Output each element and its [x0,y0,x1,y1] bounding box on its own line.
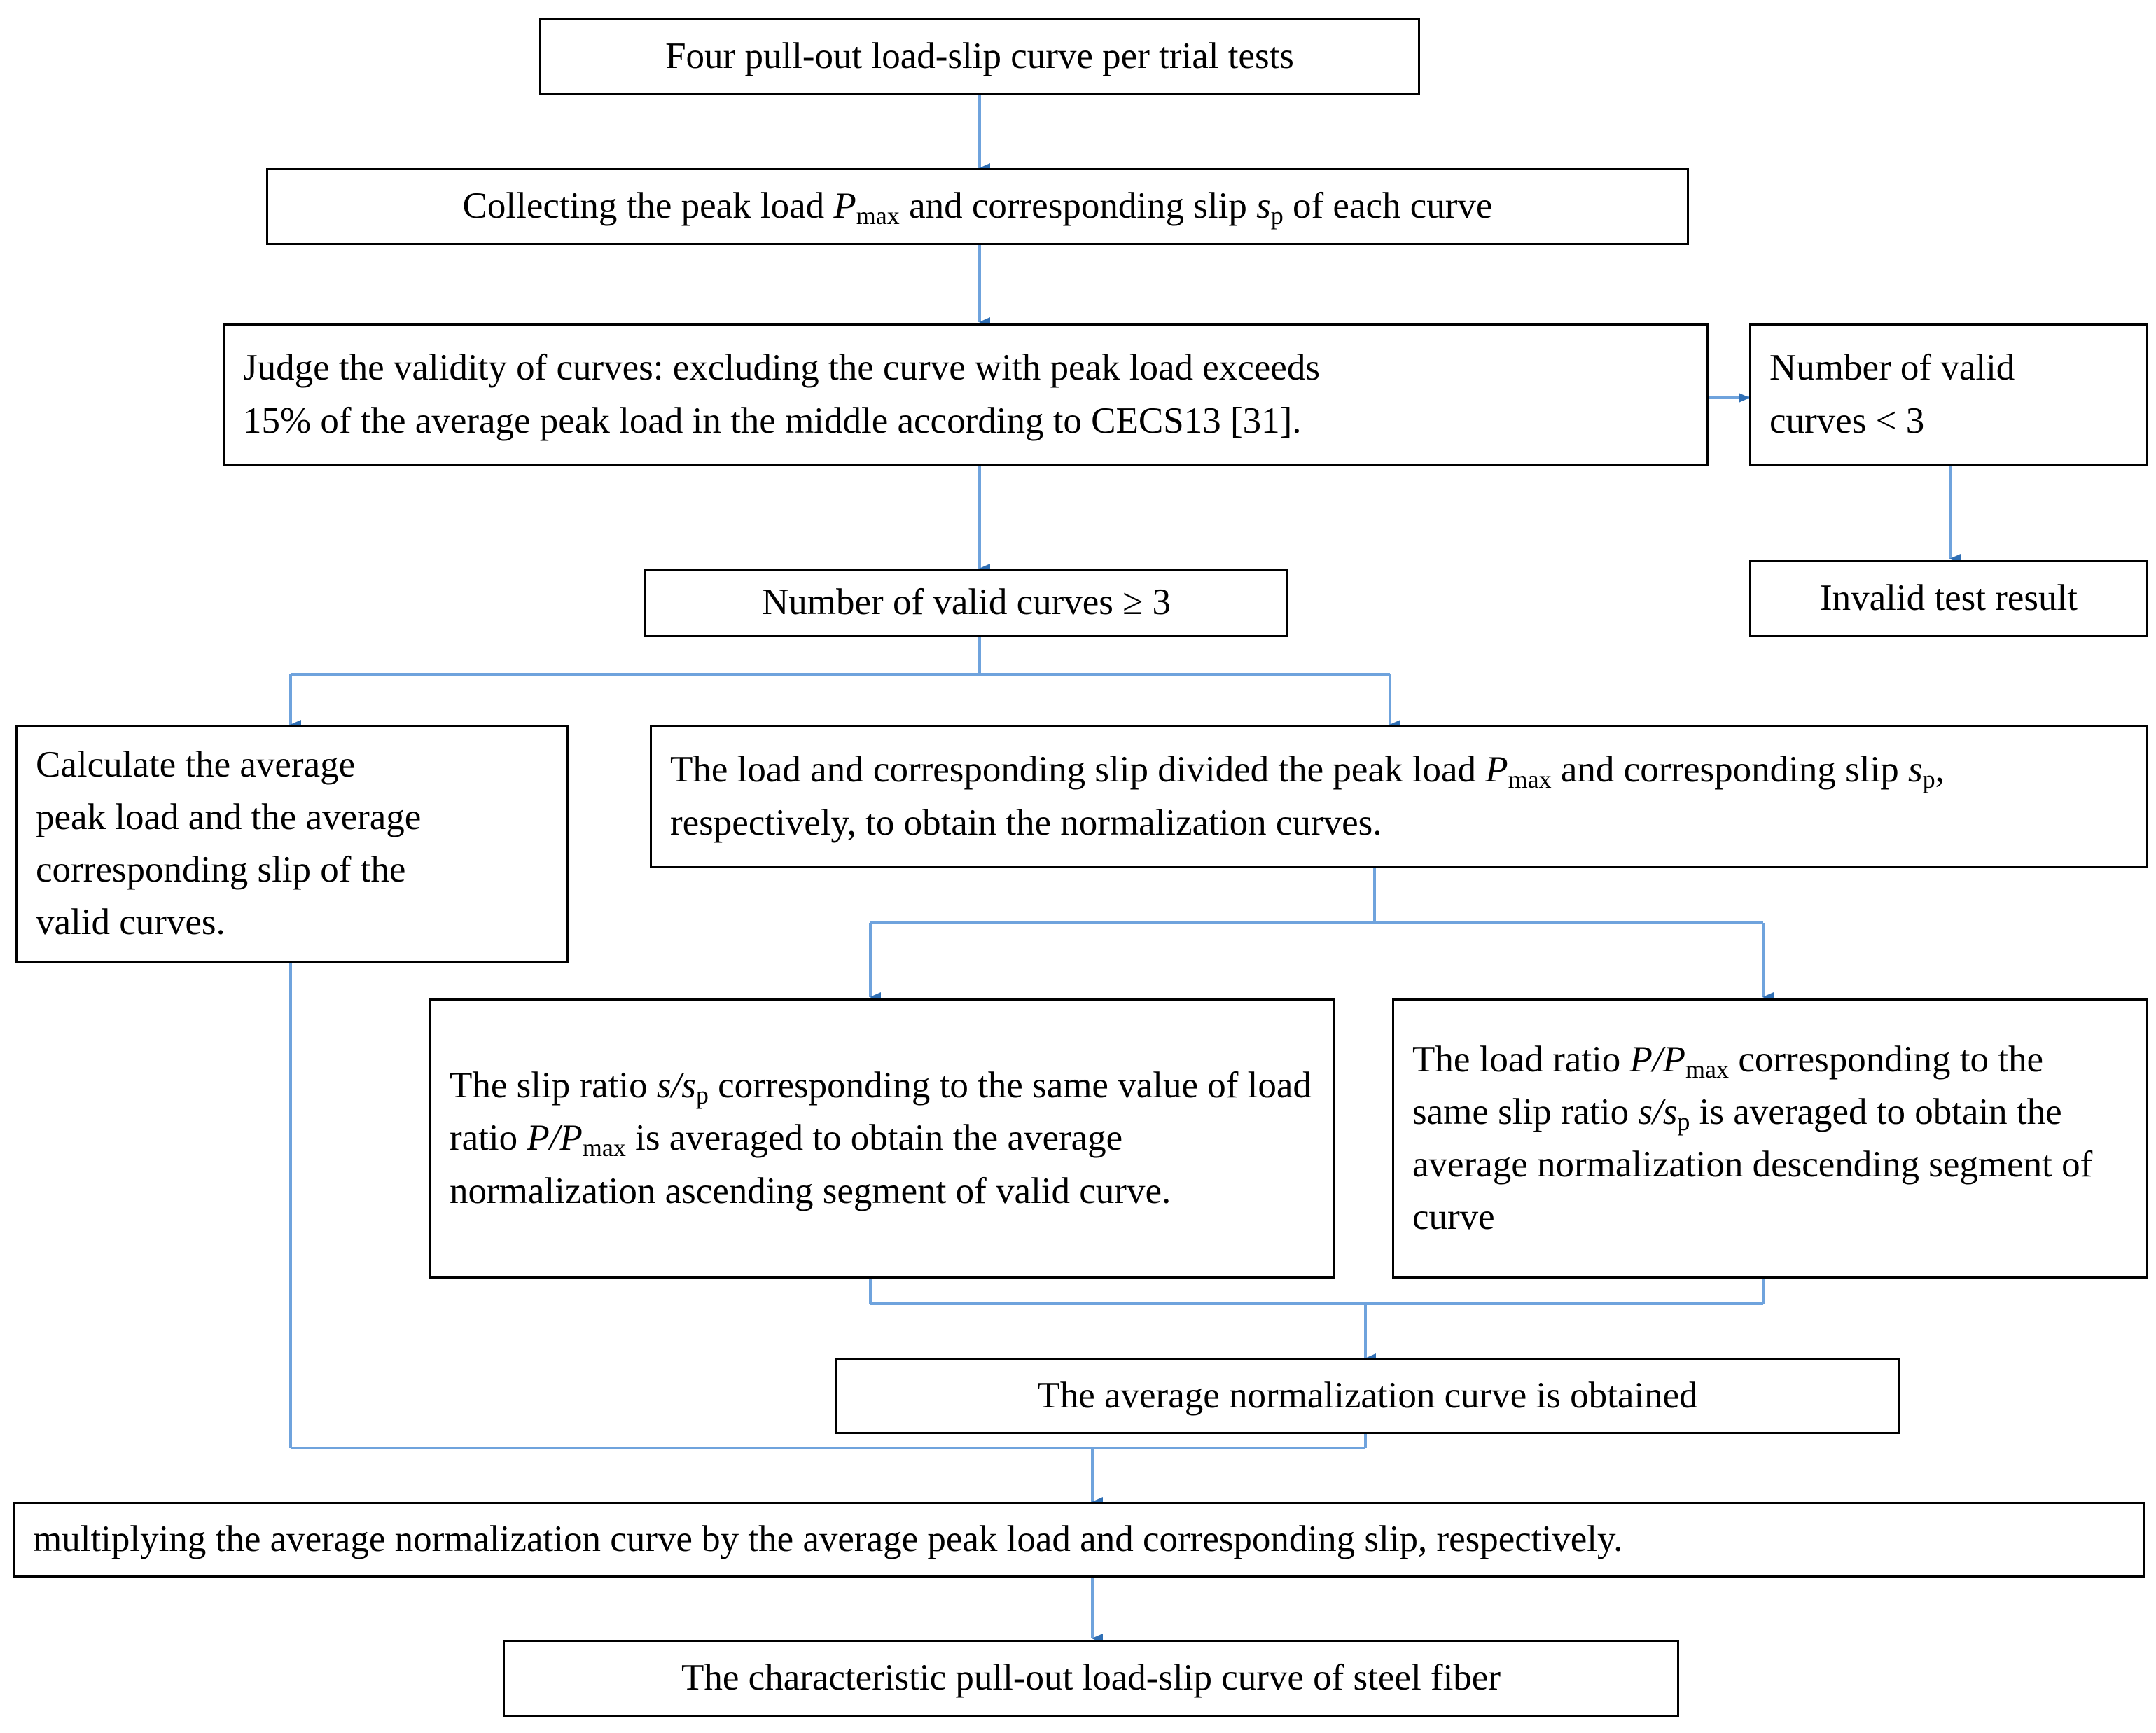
node-slip-ratio-text: The slip ratio s/sp corresponding to the… [431,1059,1333,1218]
slipratio-sub-max: max [582,1134,626,1162]
node-final-curve[interactable]: The characteristic pull-out load-slip cu… [503,1640,1679,1717]
node-invalid-count-text: Number of valid curves < 3 [1751,342,2146,447]
slipratio-slash-2: / [549,1118,560,1159]
slipratio-var-p1: P [527,1118,550,1159]
slipratio-pre: The slip ratio [450,1065,657,1106]
node-collecting-text: Collecting the peak load Pmax and corres… [268,180,1687,232]
node-slip-ratio[interactable]: The slip ratio s/sp corresponding to the… [429,998,1335,1279]
normalize-mid: and corresponding slip [1551,749,1908,791]
node-calculate-average-text: Calculate the average peak load and the … [18,739,566,949]
slipratio-post: is averaged to obtain the average normal… [450,1118,1171,1211]
slipratio-var-p2: P [559,1118,583,1159]
calculate-line-4: valid curves. [36,902,225,943]
node-judge-validity[interactable]: Judge the validity of curves: excluding … [223,323,1709,466]
slipratio-slash-1: / [671,1065,682,1106]
loadratio-sub-p: p [1677,1107,1690,1136]
normalize-var-p: P [1485,749,1508,791]
node-calculate-average[interactable]: Calculate the average peak load and the … [15,725,569,963]
node-average-curve-text: The average normalization curve is obtai… [1037,1375,1698,1417]
calculate-line-3: corresponding slip of the [36,849,406,890]
node-multiplying-text: multiplying the average normalization cu… [33,1519,1623,1560]
normalize-post: , respectively, to obtain the normalizat… [670,749,1945,843]
judge-line-1: Judge the validity of curves: excluding … [243,347,1320,389]
node-multiplying[interactable]: multiplying the average normalization cu… [13,1502,2145,1578]
loadratio-var-s2: s [1662,1091,1678,1132]
judge-line-2: 15% of the average peak load in the midd… [243,400,1302,441]
loadratio-var-s1: s [1638,1091,1653,1132]
invalid-count-line-2: curves < 3 [1769,400,1925,441]
node-valid-count-text: Number of valid curves ≥ 3 [762,582,1171,623]
collecting-var-s: s [1256,186,1271,227]
node-invalid-result-text: Invalid test result [1820,578,2078,619]
slipratio-sub-p: p [695,1081,709,1110]
loadratio-slash-2: / [1653,1091,1663,1132]
slipratio-var-s2: s [681,1065,696,1106]
collecting-sub-max: max [856,202,900,230]
node-load-ratio-text: The load ratio P/Pmax corresponding to t… [1394,1033,2146,1244]
node-judge-validity-text: Judge the validity of curves: excluding … [225,342,1706,447]
loadratio-pre: The load ratio [1412,1038,1630,1080]
normalize-sub-max: max [1508,765,1552,794]
node-average-curve[interactable]: The average normalization curve is obtai… [835,1358,1900,1434]
node-valid-count[interactable]: Number of valid curves ≥ 3 [644,569,1288,637]
slipratio-mid: corresponding to the same value of load … [450,1065,1312,1159]
loadratio-mid: corresponding to the same slip ratio [1412,1038,2043,1132]
slipratio-var-s1: s [656,1065,672,1106]
loadratio-sub-max: max [1685,1055,1730,1083]
collecting-var-p: P [833,186,856,227]
normalize-var-s: s [1907,749,1923,791]
node-collecting[interactable]: Collecting the peak load Pmax and corres… [266,168,1689,245]
loadratio-slash-1: / [1652,1038,1663,1080]
loadratio-var-p2: P [1662,1038,1686,1080]
node-normalize[interactable]: The load and corresponding slip divided … [650,725,2148,868]
node-invalid-result[interactable]: Invalid test result [1749,560,2148,637]
node-four-curves[interactable]: Four pull-out load-slip curve per trial … [539,18,1420,95]
node-normalize-text: The load and corresponding slip divided … [652,744,2146,849]
node-four-curves-text: Four pull-out load-slip curve per trial … [665,36,1294,77]
calculate-line-2: peak load and the average [36,796,422,837]
node-invalid-count[interactable]: Number of valid curves < 3 [1749,323,2148,466]
loadratio-post: is averaged to obtain the average normal… [1412,1091,2093,1238]
loadratio-var-p1: P [1629,1038,1653,1080]
collecting-sub-p: p [1270,202,1284,230]
normalize-sub-p: p [1922,765,1935,794]
normalize-pre: The load and corresponding slip divided … [670,749,1486,791]
node-final-curve-text: The characteristic pull-out load-slip cu… [681,1657,1501,1699]
invalid-count-line-1: Number of valid [1769,347,2015,389]
collecting-mid: and corresponding slip [899,186,1257,227]
collecting-pre: Collecting the peak load [462,186,834,227]
calculate-line-1: Calculate the average [36,744,356,785]
collecting-post: of each curve [1283,186,1493,227]
node-load-ratio[interactable]: The load ratio P/Pmax corresponding to t… [1392,998,2148,1279]
